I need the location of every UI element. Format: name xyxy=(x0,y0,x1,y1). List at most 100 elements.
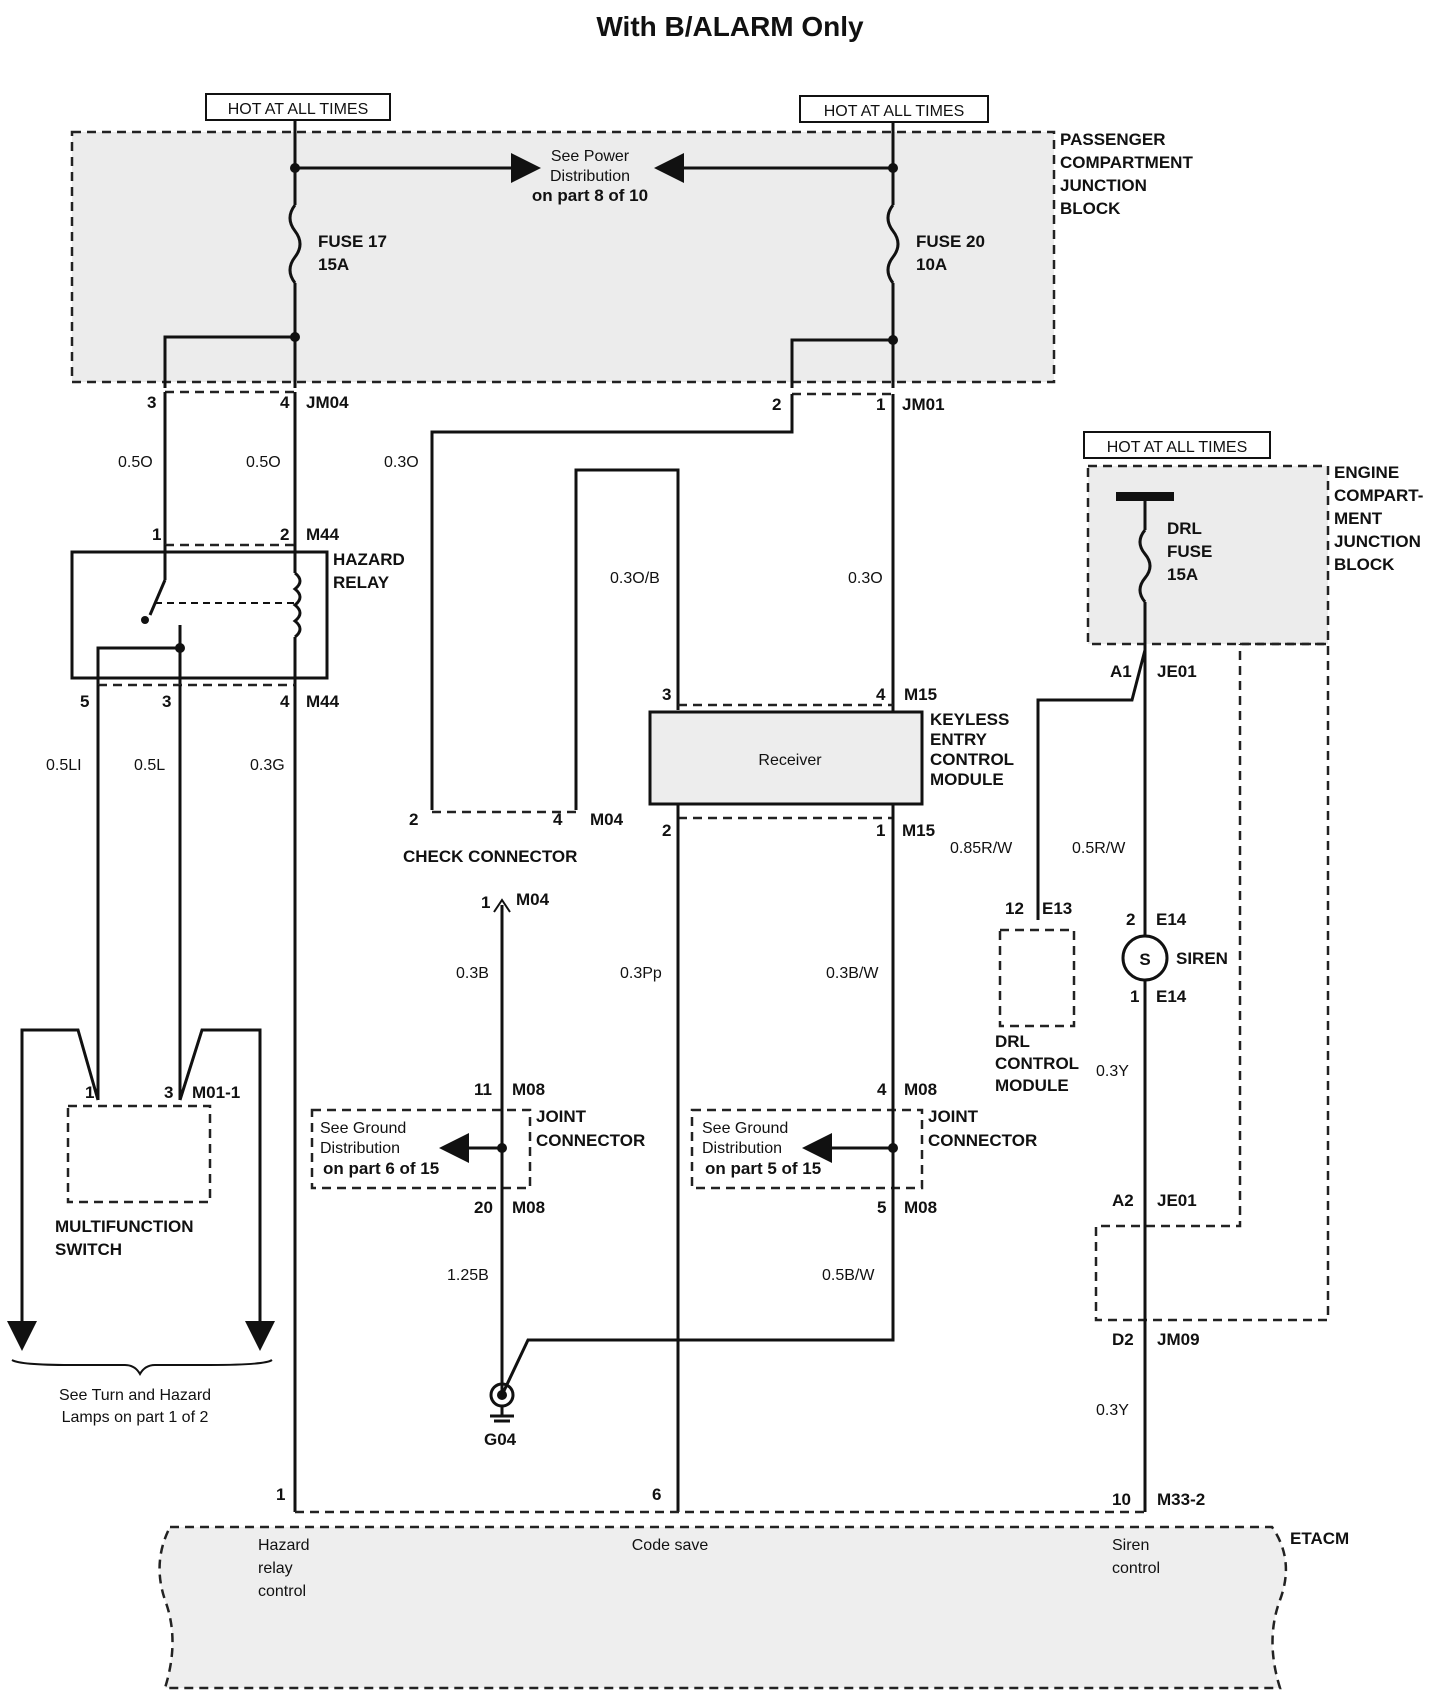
svg-text:FUSE: FUSE xyxy=(1167,542,1212,561)
svg-text:0.3O/B: 0.3O/B xyxy=(610,570,660,587)
svg-text:Distribution: Distribution xyxy=(320,1140,400,1157)
svg-text:See Turn and Hazard: See Turn and Hazard xyxy=(59,1387,211,1404)
check-connector-label: CHECK CONNECTOR xyxy=(403,847,577,866)
svg-text:1: 1 xyxy=(876,821,885,840)
svg-text:1: 1 xyxy=(85,1083,94,1102)
svg-text:CONTROL: CONTROL xyxy=(995,1054,1079,1073)
etacm-module: ETACM Hazard relay control Code save Sir… xyxy=(158,1525,1349,1690)
diagram-title: With B/ALARM Only xyxy=(596,11,864,42)
svg-text:control: control xyxy=(1112,1560,1160,1577)
svg-text:0.5R/W: 0.5R/W xyxy=(1072,840,1126,857)
connector-jm01: JM01 xyxy=(902,395,945,414)
svg-text:FUSE 17: FUSE 17 xyxy=(318,232,387,251)
svg-text:ENGINE: ENGINE xyxy=(1334,463,1399,482)
svg-text:CONNECTOR: CONNECTOR xyxy=(536,1131,645,1150)
joint-connector-left: 11 M08 See Ground Distribution on part 6… xyxy=(310,1080,645,1217)
svg-text:relay: relay xyxy=(258,1560,293,1577)
svg-text:10: 10 xyxy=(1112,1490,1131,1509)
svg-text:0.85R/W: 0.85R/W xyxy=(950,840,1013,857)
svg-text:A1: A1 xyxy=(1110,662,1132,681)
svg-text:on part 8 of 10: on part 8 of 10 xyxy=(532,186,648,205)
svg-text:12: 12 xyxy=(1005,899,1024,918)
svg-text:RELAY: RELAY xyxy=(333,573,390,592)
svg-text:4: 4 xyxy=(280,692,290,711)
hot-label-right: HOT AT ALL TIMES xyxy=(799,95,989,123)
ground-g04: G04 xyxy=(484,1382,517,1449)
svg-text:M04: M04 xyxy=(590,810,624,829)
svg-text:ETACM: ETACM xyxy=(1290,1529,1349,1548)
svg-text:0.5L: 0.5L xyxy=(134,757,165,774)
passenger-junction-block: PASSENGER COMPARTMENT JUNCTION BLOCK xyxy=(70,130,1193,384)
svg-text:KEYLESS: KEYLESS xyxy=(930,710,1009,729)
svg-text:11: 11 xyxy=(474,1080,492,1099)
svg-text:0.3G: 0.3G xyxy=(250,757,285,774)
svg-text:DRL: DRL xyxy=(1167,519,1202,538)
drl-fuse-icon xyxy=(1138,529,1152,603)
svg-text:COMPART-: COMPART- xyxy=(1334,486,1423,505)
svg-text:A2: A2 xyxy=(1112,1191,1134,1210)
fuse-20-icon xyxy=(886,204,900,284)
svg-text:0.3B: 0.3B xyxy=(456,965,489,982)
joint-connector-right: 4 M08 See Ground Distribution on part 5 … xyxy=(690,1080,1037,1217)
hazard-relay: 1 2 M44 HAZARD RELAY xyxy=(70,525,405,685)
siren-symbol: S xyxy=(1139,950,1150,969)
svg-text:2: 2 xyxy=(662,821,671,840)
svg-text:HOT AT ALL TIMES: HOT AT ALL TIMES xyxy=(824,103,965,120)
svg-text:1.25B: 1.25B xyxy=(447,1267,489,1284)
svg-text:3: 3 xyxy=(162,692,171,711)
svg-text:MENT: MENT xyxy=(1334,509,1383,528)
svg-text:E14: E14 xyxy=(1156,987,1187,1006)
svg-text:MODULE: MODULE xyxy=(930,770,1004,789)
svg-text:M44: M44 xyxy=(306,692,340,711)
svg-text:M15: M15 xyxy=(904,685,937,704)
svg-text:JE01: JE01 xyxy=(1157,662,1197,681)
svg-text:0.3O: 0.3O xyxy=(384,454,419,471)
svg-text:2: 2 xyxy=(772,395,781,414)
svg-text:2: 2 xyxy=(1126,910,1135,929)
svg-text:CONTROL: CONTROL xyxy=(930,750,1014,769)
svg-text:control: control xyxy=(258,1583,306,1600)
multifunction-switch: 1 3 M01-1 MULTIFUNCTION SWITCH xyxy=(55,1083,240,1259)
svg-text:5: 5 xyxy=(80,692,89,711)
see-turn-hazard-note: See Turn and Hazard Lamps on part 1 of 2 xyxy=(59,1387,211,1426)
svg-text:DRL: DRL xyxy=(995,1032,1030,1051)
svg-text:4: 4 xyxy=(553,810,563,829)
svg-text:See Ground: See Ground xyxy=(320,1120,406,1137)
svg-text:BLOCK: BLOCK xyxy=(1060,199,1121,218)
svg-text:Lamps on part 1 of 2: Lamps on part 1 of 2 xyxy=(62,1409,209,1426)
fuse-20-label: FUSE 20 10A xyxy=(916,232,985,274)
svg-text:Distribution: Distribution xyxy=(702,1140,782,1157)
svg-text:G04: G04 xyxy=(484,1430,517,1449)
svg-text:M08: M08 xyxy=(904,1080,937,1099)
hot-label-left: HOT AT ALL TIMES xyxy=(205,93,391,121)
engine-junction-block: ENGINE COMPART- MENT JUNCTION BLOCK xyxy=(1086,463,1423,1322)
svg-text:1: 1 xyxy=(876,395,885,414)
svg-text:JE01: JE01 xyxy=(1157,1191,1197,1210)
receiver-label: Receiver xyxy=(758,752,822,769)
svg-text:0.3Y: 0.3Y xyxy=(1096,1402,1129,1419)
svg-text:3: 3 xyxy=(164,1083,173,1102)
svg-text:JOINT: JOINT xyxy=(928,1107,979,1126)
svg-text:M01-1: M01-1 xyxy=(192,1083,240,1102)
svg-text:JM09: JM09 xyxy=(1157,1330,1200,1349)
svg-text:HOT AT ALL TIMES: HOT AT ALL TIMES xyxy=(228,101,369,118)
svg-text:CONNECTOR: CONNECTOR xyxy=(928,1131,1037,1150)
svg-text:HOT AT ALL TIMES: HOT AT ALL TIMES xyxy=(1107,439,1248,456)
svg-text:E13: E13 xyxy=(1042,899,1072,918)
svg-text:4: 4 xyxy=(280,393,290,412)
svg-text:JOINT: JOINT xyxy=(536,1107,587,1126)
svg-text:2: 2 xyxy=(409,810,418,829)
svg-text:Siren: Siren xyxy=(1112,1537,1149,1554)
svg-text:M33-2: M33-2 xyxy=(1157,1490,1205,1509)
svg-text:MODULE: MODULE xyxy=(995,1076,1069,1095)
svg-text:SWITCH: SWITCH xyxy=(55,1240,122,1259)
svg-text:E14: E14 xyxy=(1156,910,1187,929)
svg-text:MULTIFUNCTION: MULTIFUNCTION xyxy=(55,1217,194,1236)
siren: S SIREN xyxy=(1121,934,1228,982)
svg-text:on part 5 of 15: on part 5 of 15 xyxy=(705,1159,821,1178)
svg-text:0.5B/W: 0.5B/W xyxy=(822,1267,875,1284)
svg-text:FUSE 20: FUSE 20 xyxy=(916,232,985,251)
svg-text:M08: M08 xyxy=(512,1198,545,1217)
svg-text:1: 1 xyxy=(481,893,490,912)
